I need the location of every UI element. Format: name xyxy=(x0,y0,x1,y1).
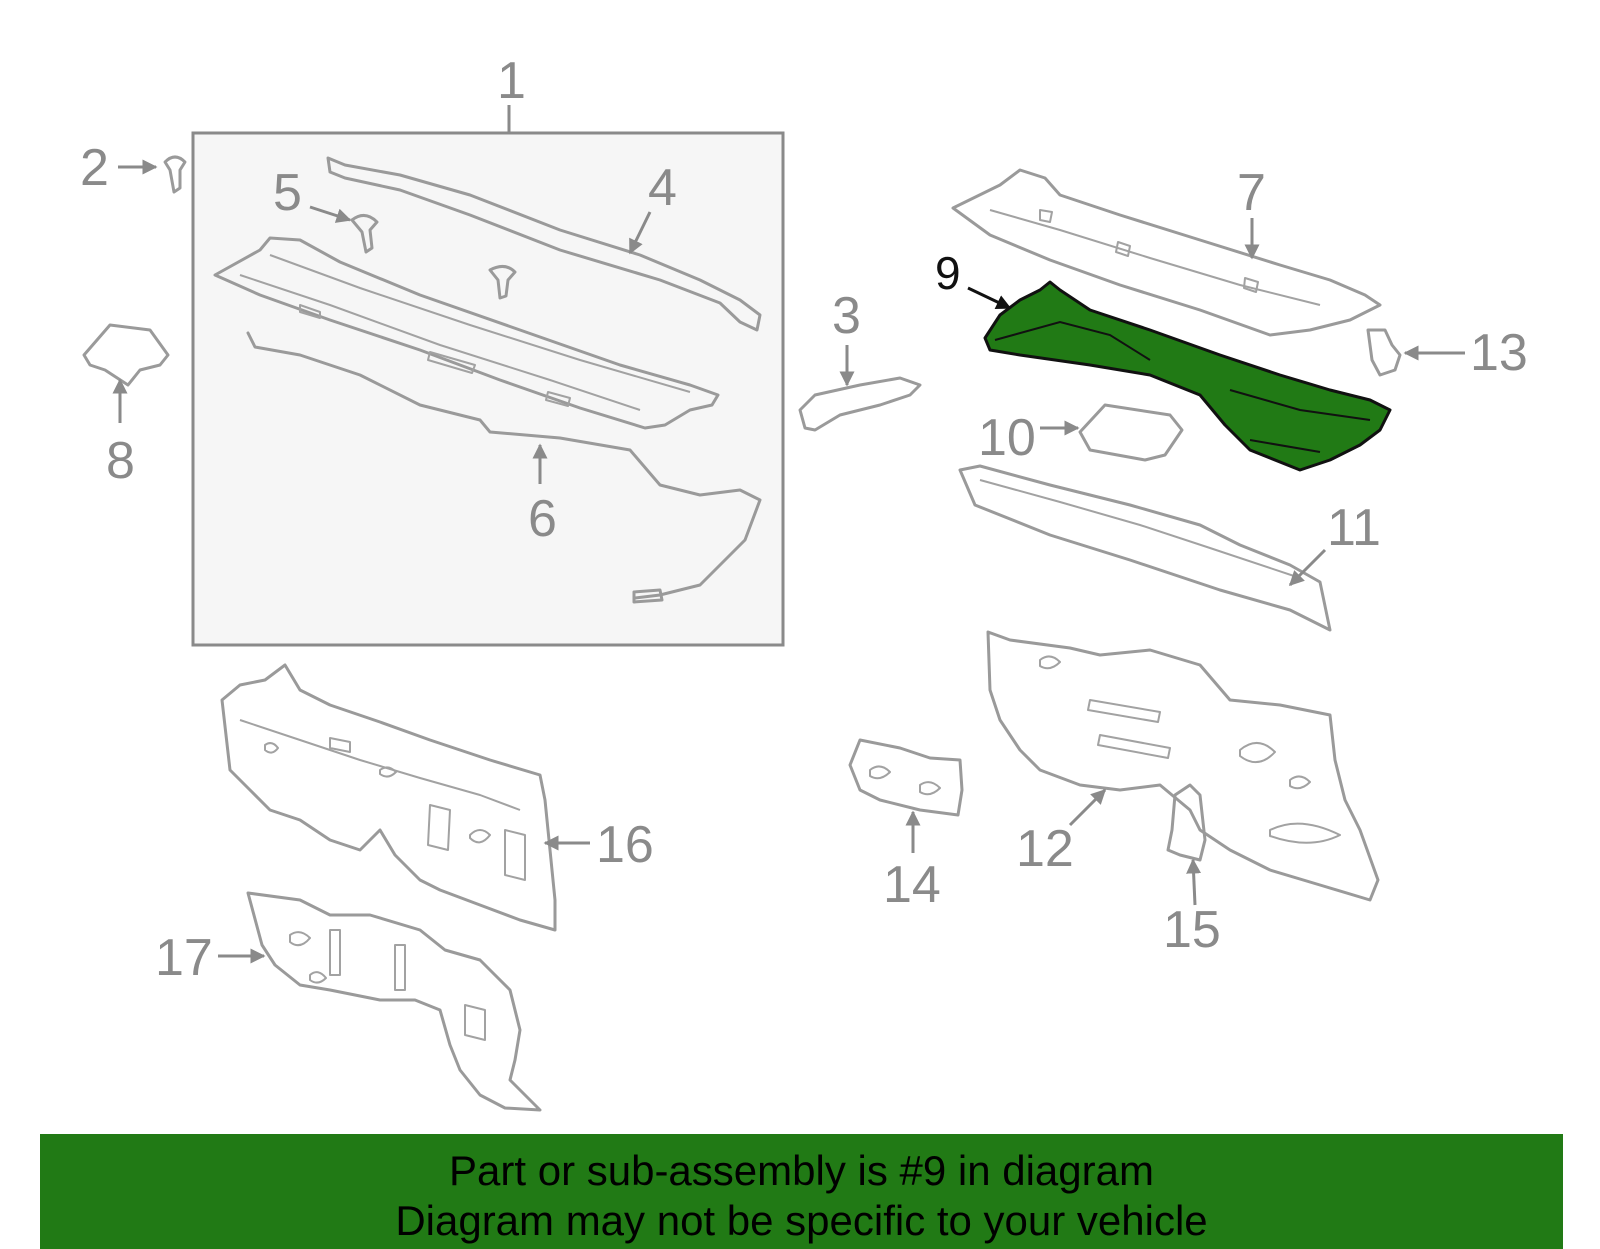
part-7-cowl-panel[interactable] xyxy=(951,168,1382,337)
part-16-dash-panel[interactable] xyxy=(220,663,557,932)
callout-4: 4 xyxy=(648,159,677,217)
info-banner: Part or sub-assembly is #9 in diagram Di… xyxy=(40,1134,1563,1249)
part-10-pad[interactable] xyxy=(1078,403,1184,462)
callout-2: 2 xyxy=(80,139,109,197)
banner-line-2: Diagram may not be specific to your vehi… xyxy=(395,1197,1208,1244)
part-14-bracket[interactable] xyxy=(848,738,964,817)
callout-3: 3 xyxy=(832,287,861,345)
part-11-reinforcement[interactable] xyxy=(958,464,1332,632)
callout-17: 17 xyxy=(155,929,213,987)
callout-15: 15 xyxy=(1163,901,1221,959)
part-3-bracket[interactable] xyxy=(798,376,922,432)
callout-12: 12 xyxy=(1016,820,1074,878)
part-2-clip[interactable] xyxy=(163,155,187,194)
callout-5: 5 xyxy=(273,164,302,222)
part-13-bracket[interactable] xyxy=(1366,328,1402,377)
part-9-plenum-highlighted[interactable] xyxy=(983,280,1392,472)
part-4-strip[interactable] xyxy=(326,156,762,332)
callout-8: 8 xyxy=(106,432,135,490)
callout-10: 10 xyxy=(978,409,1036,467)
callout-7: 7 xyxy=(1237,164,1266,222)
callout-14: 14 xyxy=(883,856,941,914)
callout-9: 9 xyxy=(935,247,961,299)
part-15-bracket[interactable] xyxy=(1166,783,1207,862)
part-8-bracket[interactable] xyxy=(82,323,170,387)
callout-16: 16 xyxy=(596,816,654,874)
callout-6: 6 xyxy=(528,490,557,548)
callout-1: 1 xyxy=(497,52,526,110)
part-17-insulator[interactable] xyxy=(246,891,542,1112)
callout-13: 13 xyxy=(1470,324,1528,382)
part-6-hose[interactable] xyxy=(246,331,762,600)
part-5-clip[interactable] xyxy=(350,214,379,254)
assembly-1-box xyxy=(191,131,785,647)
part-1-cowl-grille[interactable] xyxy=(213,236,720,430)
callout-11: 11 xyxy=(1327,499,1381,557)
part-12-dash-panel[interactable] xyxy=(986,630,1380,902)
part-5-clip-in-box[interactable] xyxy=(488,265,517,300)
banner-line-1: Part or sub-assembly is #9 in diagram xyxy=(449,1147,1154,1194)
